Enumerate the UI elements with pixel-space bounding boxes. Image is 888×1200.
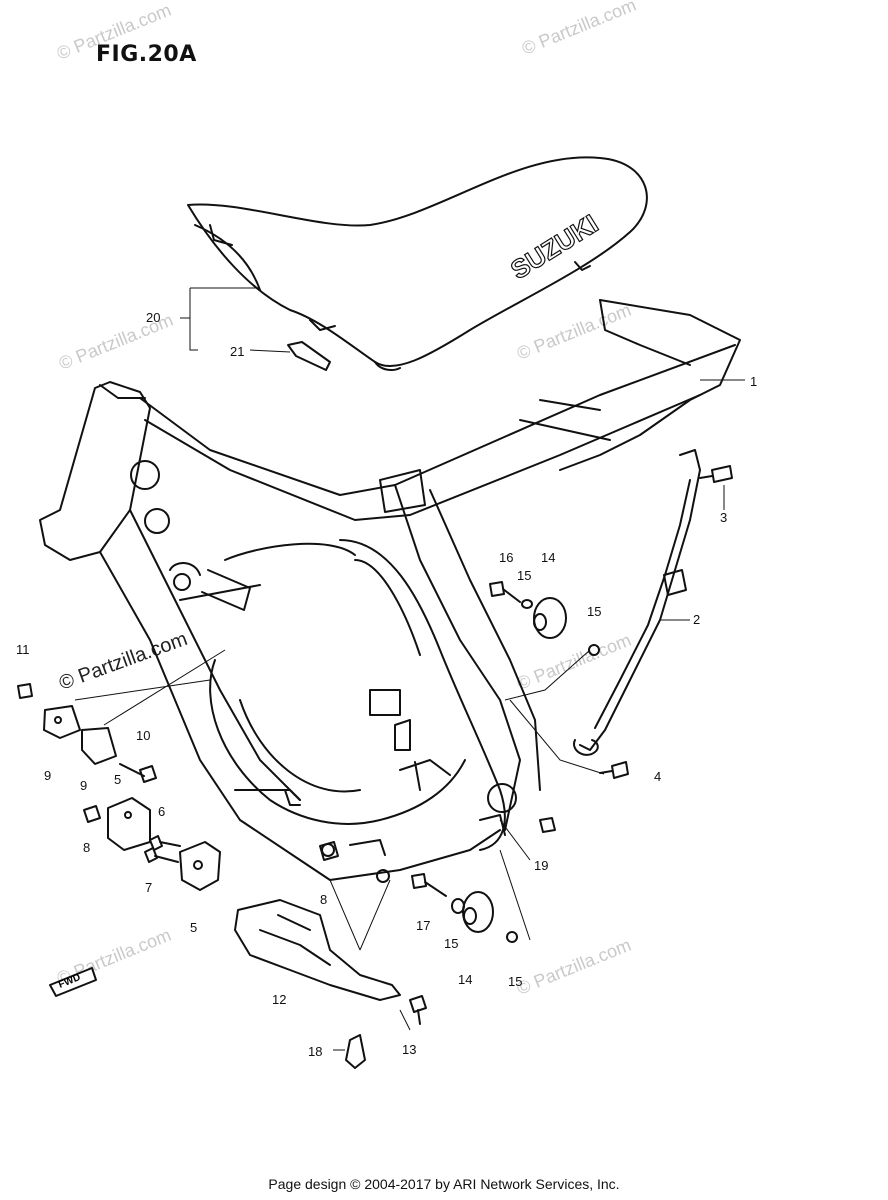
callout-5: 5 [114, 772, 121, 787]
callout-labels: 1 2 3 4 5 5 6 7 8 8 9 9 10 11 12 13 14 1… [16, 310, 757, 1059]
watermark: © Partzilla.com [54, 0, 174, 64]
callout-9: 9 [80, 778, 87, 793]
callout-7: 7 [145, 880, 152, 895]
washer [588, 644, 600, 656]
engine-bracket-5b [179, 841, 221, 891]
nut-8 [83, 805, 101, 823]
bolt-6 [149, 835, 181, 851]
engine-bracket-9a [43, 705, 81, 739]
seat-bracket [287, 341, 331, 371]
callout-18: 18 [308, 1044, 322, 1059]
callout-8: 8 [83, 840, 90, 855]
washer [506, 931, 518, 943]
fwd-arrow [49, 967, 97, 997]
seat-brand: SUZUKI [505, 208, 603, 285]
figure-title: FIG.20A [96, 42, 197, 67]
bolt-13 [409, 995, 427, 1025]
bolt-10 [119, 763, 157, 783]
watermarks: © Partzilla.com © Partzilla.com © Partzi… [54, 0, 639, 999]
callout-5: 5 [190, 920, 197, 935]
watermark: © Partzilla.com [514, 300, 634, 364]
callout-9: 9 [44, 768, 51, 783]
watermark: © Partzilla.com [519, 0, 639, 59]
callout-3: 3 [720, 510, 727, 525]
side-rail [573, 449, 701, 756]
callout-8: 8 [320, 892, 327, 907]
engine-bracket-9b [81, 727, 117, 765]
callout-20: 20 [146, 310, 160, 325]
callout-16: 16 [499, 550, 513, 565]
callout-19: 19 [534, 858, 548, 873]
callout-11: 11 [16, 642, 30, 657]
bolt-17 [411, 873, 447, 897]
nut-19 [539, 817, 556, 833]
nut-8b [319, 841, 339, 861]
callout-10: 10 [136, 728, 150, 743]
main-frame [39, 299, 741, 883]
rubber-damper-upper [533, 597, 567, 639]
watermark-dark: © Partzilla.com [56, 628, 190, 695]
watermark: © Partzilla.com [514, 630, 634, 694]
bolt-16 [489, 581, 521, 603]
bolt-4 [599, 761, 629, 779]
callout-1: 1 [750, 374, 757, 389]
watermark: © Partzilla.com [514, 935, 634, 999]
page-footer: Page design © 2004-2017 by ARI Network S… [268, 1176, 620, 1192]
skid-plate [234, 899, 401, 1001]
callout-13: 13 [402, 1042, 416, 1057]
callout-15: 15 [508, 974, 522, 989]
callout-17: 17 [416, 918, 430, 933]
bolt-3 [699, 465, 733, 483]
clamp-18 [345, 1034, 366, 1069]
callout-12: 12 [272, 992, 286, 1007]
callout-14: 14 [541, 550, 555, 565]
callout-14: 14 [458, 972, 472, 987]
callout-15: 15 [587, 604, 601, 619]
engine-bracket-5a [107, 797, 151, 851]
bolt-7 [144, 847, 179, 863]
callout-4: 4 [654, 769, 661, 784]
washer [521, 599, 533, 609]
nut-11 [17, 683, 33, 699]
callout-15: 15 [444, 936, 458, 951]
leader-lines [74, 287, 745, 1051]
callout-6: 6 [158, 804, 165, 819]
callout-2: 2 [693, 612, 700, 627]
seat [187, 156, 648, 371]
callout-15: 15 [517, 568, 531, 583]
rubber-damper-lower [462, 891, 494, 933]
callout-21: 21 [230, 344, 244, 359]
